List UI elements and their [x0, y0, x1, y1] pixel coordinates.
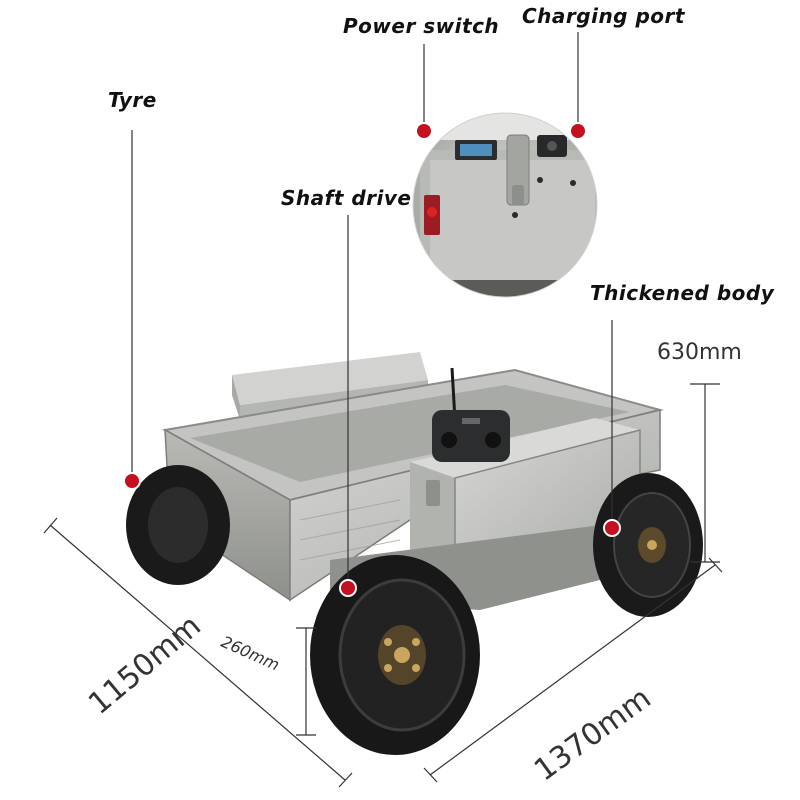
- label-thickened-body: Thickened body: [590, 281, 775, 305]
- label-shaft-drive: Shaft drive: [281, 186, 412, 210]
- wheel-rear-right: [593, 473, 703, 617]
- chassis: [162, 352, 664, 610]
- inset-closeup: [412, 112, 598, 298]
- label-tyre: Tyre: [108, 88, 157, 112]
- label-charging-port: Charging port: [522, 4, 685, 28]
- remote-control: [432, 367, 510, 462]
- leader-lines: [131, 32, 613, 585]
- callout-markers: [123, 122, 621, 597]
- wheel-rear-left: [126, 465, 230, 585]
- label-power-switch: Power switch: [343, 14, 500, 38]
- dimension-lines: [43, 383, 723, 788]
- dim-height: 630mm: [657, 340, 742, 365]
- wheel-front-left: [310, 555, 480, 755]
